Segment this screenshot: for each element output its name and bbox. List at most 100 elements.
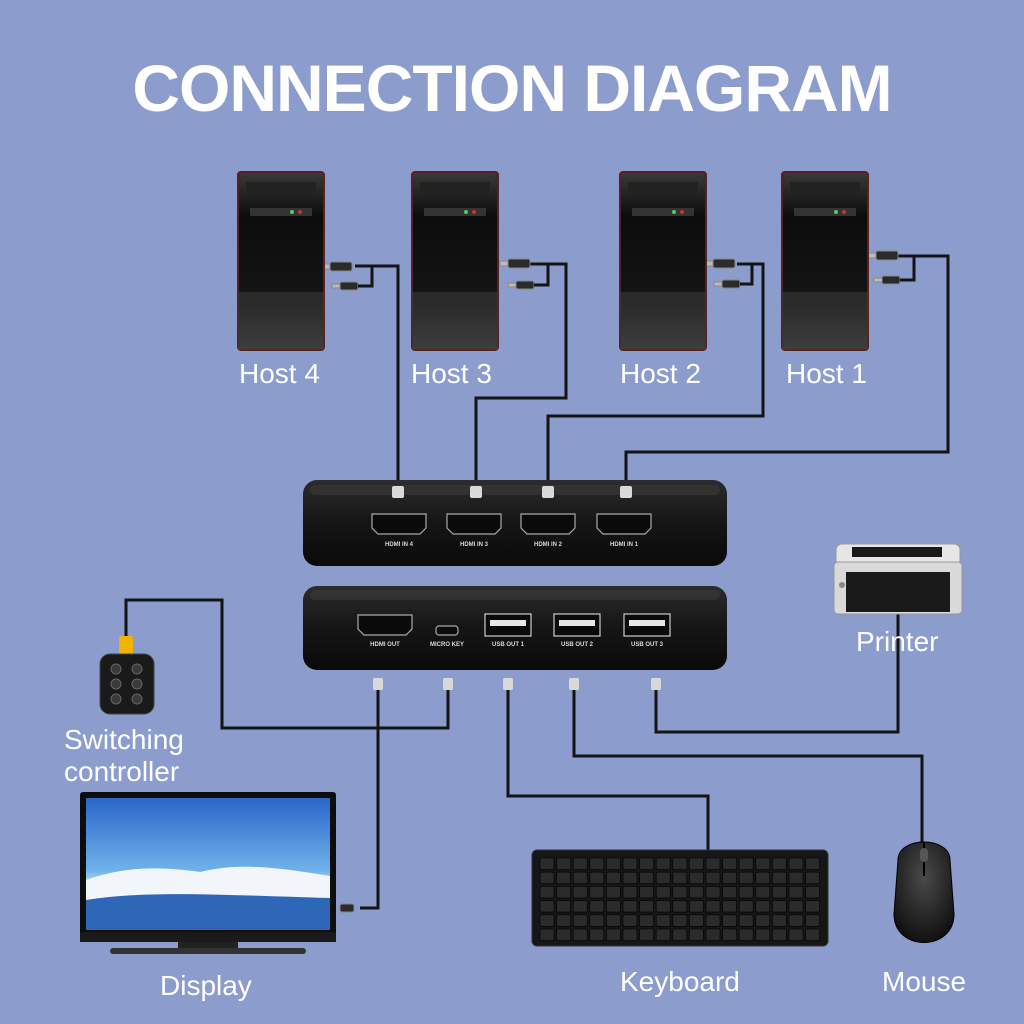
switching-controller-label: Switching controller <box>64 724 184 787</box>
keyboard-key <box>705 886 721 899</box>
mouse-label: Mouse <box>882 966 967 997</box>
keyboard-key <box>805 886 820 899</box>
printer-device <box>833 543 963 615</box>
cable-controller <box>124 598 450 730</box>
keyboard-key <box>722 871 737 885</box>
display-device <box>80 792 355 954</box>
keyboard-key <box>705 914 721 927</box>
keyboard-key <box>689 900 704 913</box>
keyboard-key <box>539 900 555 913</box>
keyboard-key <box>689 871 704 885</box>
keyboard-device <box>531 849 829 947</box>
keyboard-key <box>655 900 671 913</box>
keyboard-key <box>755 886 771 899</box>
keyboard-key <box>589 871 605 885</box>
keyboard-key <box>622 871 638 885</box>
keyboard-key <box>788 857 804 870</box>
keyboard-key <box>755 928 771 941</box>
keyboard-key <box>622 928 638 941</box>
diagram-title: CONNECTION DIAGRAM <box>132 51 892 125</box>
host-label-2: Host 2 <box>620 358 701 389</box>
host-label-1: Host 1 <box>786 358 867 389</box>
keyboard-key <box>689 886 704 899</box>
keyboard-key <box>705 871 721 885</box>
keyboard-key <box>539 928 555 941</box>
keyboard-key <box>772 857 787 870</box>
keyboard-key <box>622 857 638 870</box>
keyboard-key <box>539 871 555 885</box>
cable-host-2 <box>546 262 765 488</box>
keyboard-key <box>788 900 804 913</box>
port-label-usb-out-3: USB OUT 3 <box>631 642 664 648</box>
cable-display <box>360 684 380 910</box>
keyboard-key <box>738 871 754 885</box>
port-label-hdmi-in-1: HDMI IN 1 <box>610 542 639 548</box>
keyboard-key <box>639 900 654 913</box>
keyboard-key <box>689 914 704 927</box>
host-tower-2 <box>619 171 707 351</box>
keyboard-key <box>738 914 754 927</box>
keyboard-key <box>655 857 671 870</box>
keyboard-key <box>572 928 588 941</box>
keyboard-key <box>556 900 571 913</box>
keyboard-key <box>755 871 771 885</box>
keyboard-key <box>722 886 737 899</box>
keyboard-key <box>722 900 737 913</box>
keyboard-key <box>672 857 688 870</box>
display-label: Display <box>160 970 252 1001</box>
keyboard-key <box>639 857 654 870</box>
keyboard-key <box>705 857 721 870</box>
printer-label: Printer <box>856 626 939 657</box>
cable-host-3 <box>474 262 568 488</box>
keyboard-label: Keyboard <box>620 966 740 997</box>
keyboard-key <box>772 886 787 899</box>
keyboard-key <box>655 914 671 927</box>
keyboard-key <box>556 871 571 885</box>
keyboard-key <box>772 900 787 913</box>
port-label-usb-out-1: USB OUT 1 <box>492 642 525 648</box>
keyboard-key <box>589 886 605 899</box>
keyboard-key <box>722 857 737 870</box>
keyboard-key <box>606 928 621 941</box>
keyboard-key <box>639 886 654 899</box>
port-label-usb-out-2: USB OUT 2 <box>561 642 594 648</box>
cable-printer <box>654 614 900 734</box>
host-plugs <box>321 250 901 291</box>
keyboard-key <box>572 886 588 899</box>
cable-host-1 <box>624 254 950 488</box>
keyboard-key <box>755 914 771 927</box>
switching-controller-device <box>99 636 155 715</box>
keyboard-key <box>672 900 688 913</box>
keyboard-key <box>622 900 638 913</box>
keyboard-key <box>722 928 737 941</box>
keyboard-key <box>805 900 820 913</box>
keyboard-key <box>572 857 588 870</box>
keyboard-key <box>788 914 804 927</box>
keyboard-key <box>689 857 704 870</box>
keyboard-key <box>805 914 820 927</box>
cable-mouse <box>572 684 924 842</box>
keyboard-key <box>606 871 621 885</box>
keyboard-key <box>755 900 771 913</box>
port-label-hdmi-in-3: HDMI IN 3 <box>460 542 489 548</box>
keyboard-key <box>672 886 688 899</box>
keyboard-key <box>655 871 671 885</box>
keyboard-key <box>556 857 571 870</box>
keyboard-key <box>539 914 555 927</box>
keyboard-key <box>788 928 804 941</box>
keyboard-key <box>788 871 804 885</box>
keyboard-key <box>772 914 787 927</box>
keyboard-key <box>689 928 704 941</box>
keyboard-key <box>655 928 671 941</box>
keyboard-key <box>589 900 605 913</box>
mouse-device <box>893 841 955 943</box>
keyboard-key <box>589 928 605 941</box>
host-tower-4 <box>237 171 325 351</box>
port-label-micro-key: MICRO KEY <box>430 642 464 648</box>
keyboard-key <box>672 914 688 927</box>
keyboard-key <box>805 857 820 870</box>
keyboard-key <box>772 928 787 941</box>
keyboard-key <box>738 886 754 899</box>
